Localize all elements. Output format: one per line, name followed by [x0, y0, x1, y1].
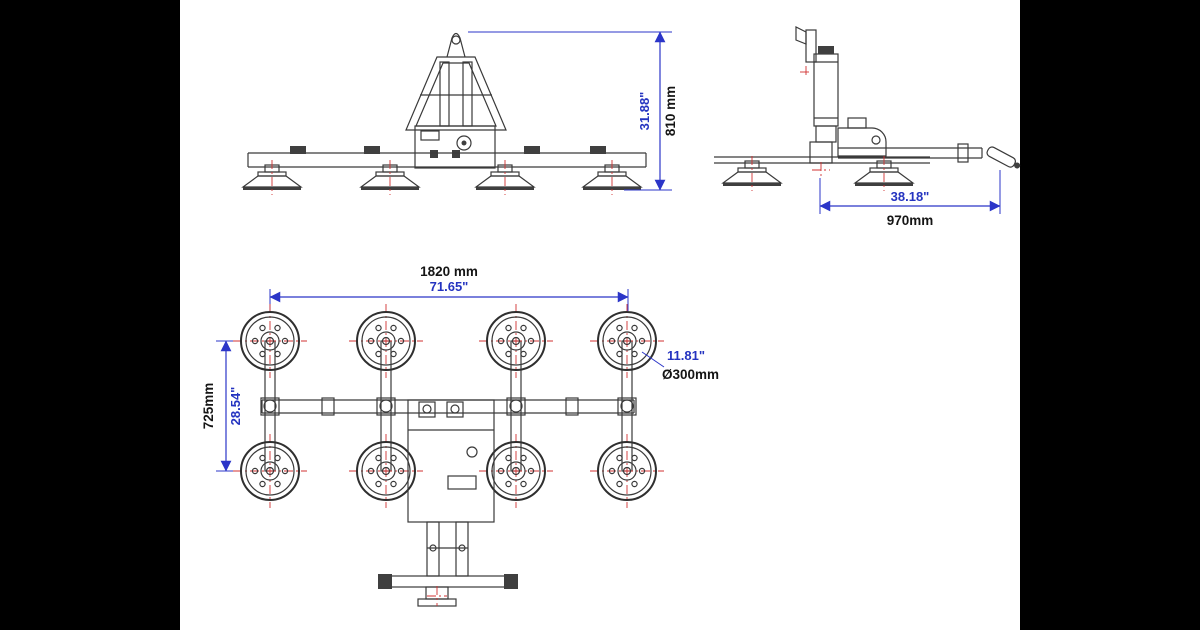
- drawing-panel: [180, 0, 1020, 630]
- center-mark: [427, 586, 447, 606]
- pad-diameter-mm-label: Ø300mm: [662, 367, 719, 382]
- pad-diameter-inches-label: 11.81": [667, 348, 705, 363]
- row-spacing-mm-label: 725mm: [201, 383, 216, 430]
- reach-inches-label: 38.18": [891, 189, 930, 204]
- width-inches-label: 71.65": [430, 279, 469, 294]
- center-mark: [800, 66, 812, 78]
- height-inches-label: 31.88": [637, 92, 652, 131]
- pad-rail: [714, 141, 930, 178]
- central-body: [378, 399, 518, 607]
- dimension-width: 1820 mm 71.65": [269, 264, 629, 311]
- lifting-eye-icon: [446, 32, 466, 58]
- handle: [986, 146, 1021, 169]
- lifter-body: [414, 125, 496, 169]
- dimension-height: 31.88" 810 mm: [468, 31, 678, 191]
- row-spacing-inches-label: 28.54": [228, 387, 243, 426]
- crossbeam: [247, 146, 647, 168]
- height-mm-label: 810 mm: [663, 86, 678, 136]
- top-view: 1820 mm 71.65" 725mm 28.54": [201, 264, 719, 607]
- control-arm: [838, 143, 1021, 169]
- pump-housing: [837, 117, 887, 157]
- reach-mm-label: 970mm: [887, 213, 934, 228]
- front-view: 31.88" 810 mm: [242, 31, 678, 196]
- mast: [795, 26, 839, 143]
- dimension-reach: 38.18" 970mm: [819, 170, 1001, 228]
- center-mark: [812, 162, 830, 178]
- side-view: 38.18" 970mm: [714, 26, 1021, 228]
- dimension-pad-diameter: 11.81" Ø300mm: [641, 348, 719, 382]
- width-mm-label: 1820 mm: [420, 264, 478, 279]
- dimension-row-spacing: 725mm 28.54": [201, 340, 243, 472]
